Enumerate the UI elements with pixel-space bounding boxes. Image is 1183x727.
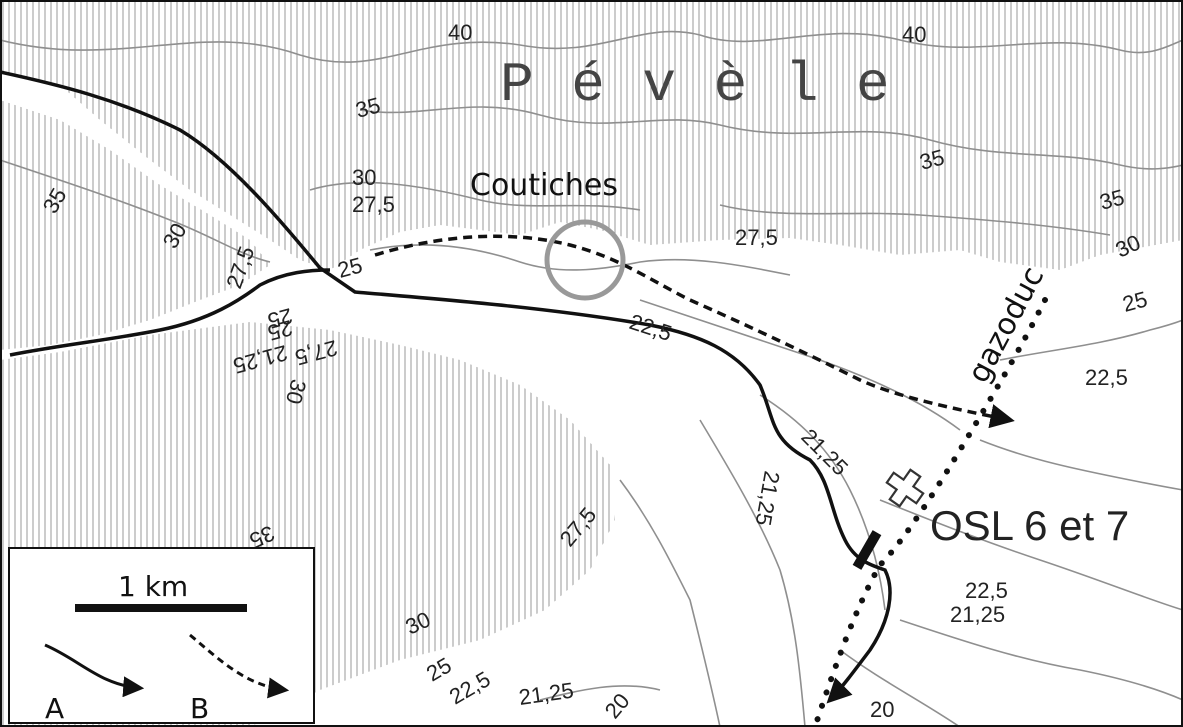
pipeline-label: gazoduc	[961, 261, 1051, 389]
contour-label: 20	[600, 688, 635, 723]
pipeline-line	[812, 297, 1048, 727]
town-label: Coutiches	[470, 168, 618, 203]
contour-label: 25	[335, 252, 365, 282]
contour-label: 25	[422, 652, 456, 686]
legend-line-a	[44, 643, 145, 698]
legend-label-b: B	[190, 692, 209, 725]
contour-label: 21,25	[517, 678, 575, 710]
contour-label: 25	[1120, 286, 1150, 316]
pipeline-crossing-mark	[852, 530, 882, 570]
contour-label: 27,5	[735, 225, 778, 250]
legend-line-b	[189, 633, 290, 699]
contour-label: 27,5	[352, 192, 395, 217]
site-circle-coutiches	[544, 219, 626, 301]
contour-label: 21,25	[950, 602, 1005, 627]
region-label: P é v è l e	[500, 53, 892, 117]
contour-label: 21,25	[796, 424, 853, 481]
scale-bar	[75, 604, 247, 612]
contour-label: 30	[352, 165, 376, 190]
contour-label: 40	[902, 22, 926, 47]
stream-a	[0, 70, 892, 704]
contour-label: 22,5	[1085, 365, 1128, 390]
stream-b	[374, 234, 1015, 429]
site-cross-icon	[885, 468, 925, 508]
legend-box: 1 km A B	[8, 547, 315, 725]
contour-label: 22,5	[965, 578, 1008, 603]
legend-label-a: A	[45, 692, 64, 725]
hatched-upland-north	[0, 0, 1183, 270]
scale-label: 1 km	[118, 570, 188, 603]
contour-label: 22,5	[626, 309, 674, 346]
contour-label: 40	[448, 20, 472, 45]
site-label: OSL 6 et 7	[930, 502, 1129, 549]
contour-label: 21,25	[751, 469, 785, 528]
hatched-upland-west	[0, 100, 270, 350]
contour-label: 20	[870, 697, 894, 722]
